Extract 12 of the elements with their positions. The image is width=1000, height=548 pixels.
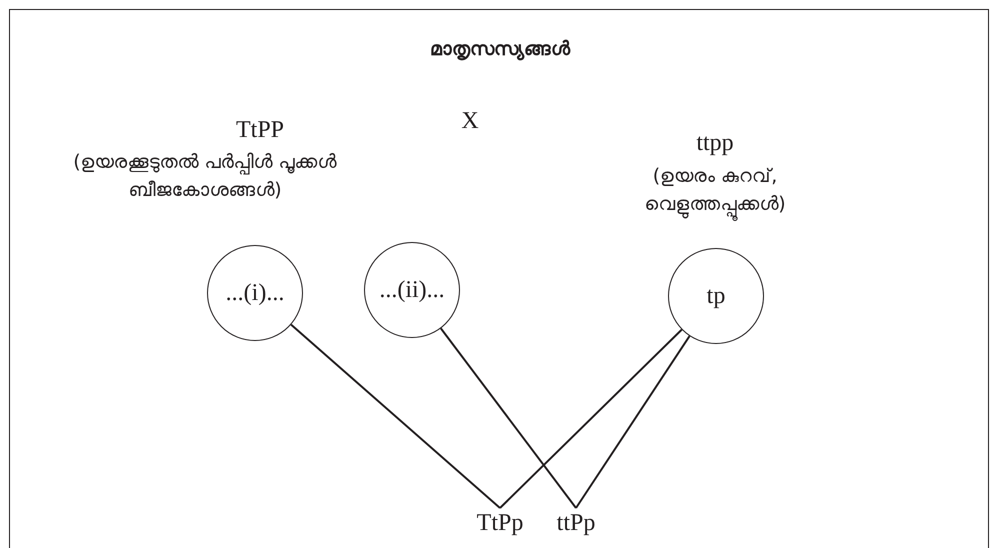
title: മാതൃസസ്യങ്ങൾ xyxy=(429,37,572,62)
connector-line xyxy=(440,328,577,509)
phenotype-label: (ഉയരക്കൂടുതൽ പർപ്പിൾ പൂക്കൾ ബീജകോശങ്ങൾ) xyxy=(72,150,338,203)
gamete-circle: ...(ii)... xyxy=(364,242,460,338)
connector-line xyxy=(290,324,501,509)
cross-symbol: X xyxy=(460,108,480,135)
gamete-circle: tp xyxy=(668,248,764,344)
connector-line xyxy=(499,328,682,509)
gamete-circle: ...(i)... xyxy=(207,245,303,341)
connector-line xyxy=(575,336,690,509)
genotype-label: ttpp xyxy=(695,130,735,157)
genotype-label: TtPP xyxy=(234,117,286,144)
